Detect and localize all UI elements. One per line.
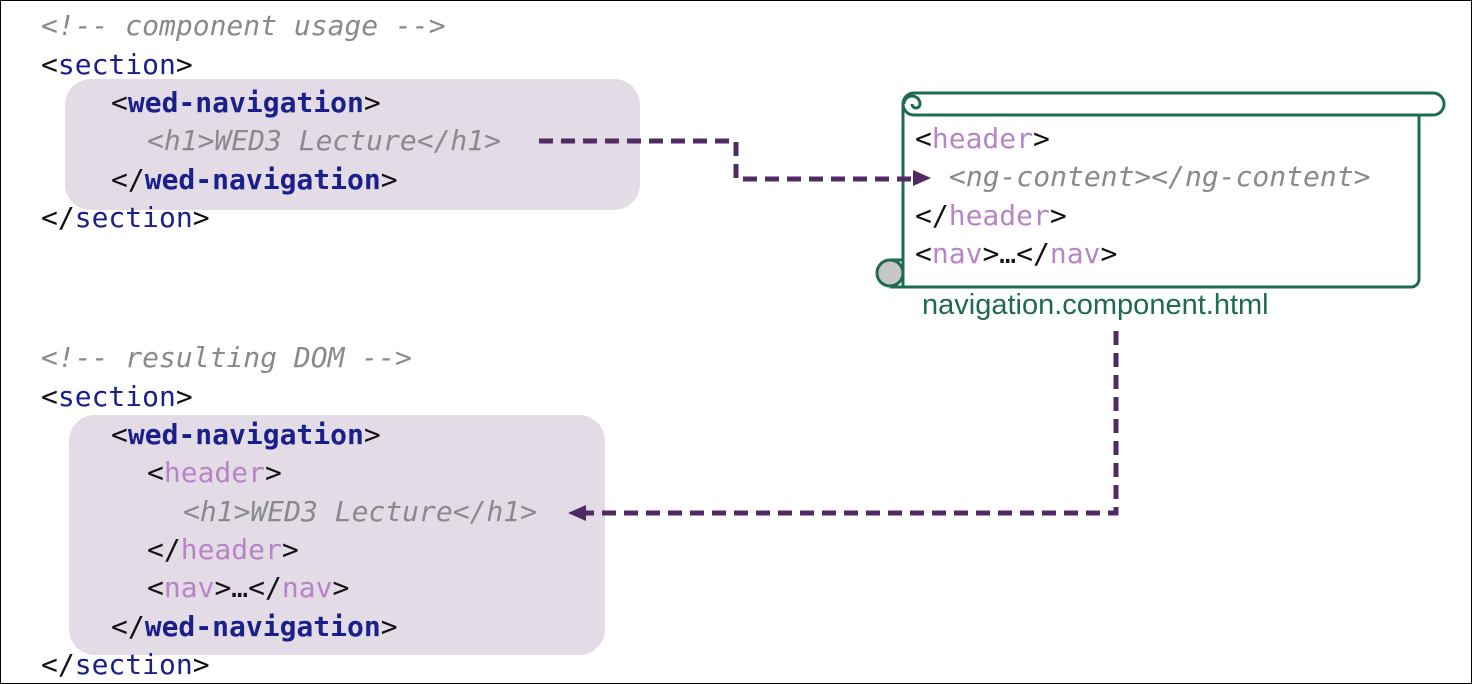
scroll-icon <box>875 91 1446 289</box>
result-nav: <nav>…</nav> <box>147 571 350 604</box>
usage-highlight-box <box>65 79 640 210</box>
usage-comment: <!-- component usage --> <box>41 9 446 42</box>
template-nav: <nav>…</nav> <box>915 237 1118 270</box>
template-header-open: <header> <box>915 122 1050 155</box>
ellipsis: … <box>999 237 1017 270</box>
result-section-open: <section> <box>41 380 193 413</box>
result-comment: <!-- resulting DOM --> <box>41 341 412 374</box>
tag-name: header <box>948 199 1050 232</box>
result-header-close: </header> <box>147 533 299 566</box>
template-filename: navigation.component.html <box>922 289 1269 321</box>
component-tag-name: wed-navigation <box>127 86 364 119</box>
result-arrow <box>586 331 1119 516</box>
tag-name: nav <box>281 571 333 604</box>
template-header-close: </header> <box>915 199 1067 232</box>
projection-arrowhead <box>913 170 931 186</box>
tag-name: section <box>57 380 176 413</box>
result-h1-line: <h1>WED3 Lecture</h1> <box>183 495 538 528</box>
component-tag-name: wed-navigation <box>144 610 381 643</box>
tag-name: header <box>180 533 282 566</box>
usage-section-open: <section> <box>41 48 193 81</box>
usage-component-close: </wed-navigation> <box>111 163 398 196</box>
usage-component-open: <wed-navigation> <box>111 86 381 119</box>
template-ng-content: <ng-content></ng-content> <box>949 160 1371 193</box>
tag-name: section <box>57 48 176 81</box>
tag-name: nav <box>1049 237 1101 270</box>
component-tag-name: wed-navigation <box>144 163 381 196</box>
result-component-close: </wed-navigation> <box>111 610 398 643</box>
usage-h1-line: <h1>WED3 Lecture</h1> <box>147 124 502 157</box>
usage-section-close: </section> <box>41 201 210 234</box>
result-highlight-box <box>69 415 605 655</box>
tag-name: nav <box>163 571 215 604</box>
tag-name: section <box>74 648 193 681</box>
ellipsis: … <box>231 571 249 604</box>
component-tag-name: wed-navigation <box>127 418 364 451</box>
tag-name: nav <box>931 237 983 270</box>
tag-name: section <box>74 201 193 234</box>
tag-name: header <box>163 456 266 489</box>
result-component-open: <wed-navigation> <box>111 418 381 451</box>
tag-name: header <box>931 122 1034 155</box>
result-arrowhead <box>568 505 586 521</box>
projection-arrow <box>539 138 913 182</box>
result-section-close: </section> <box>41 648 210 681</box>
result-header-open: <header> <box>147 456 282 489</box>
